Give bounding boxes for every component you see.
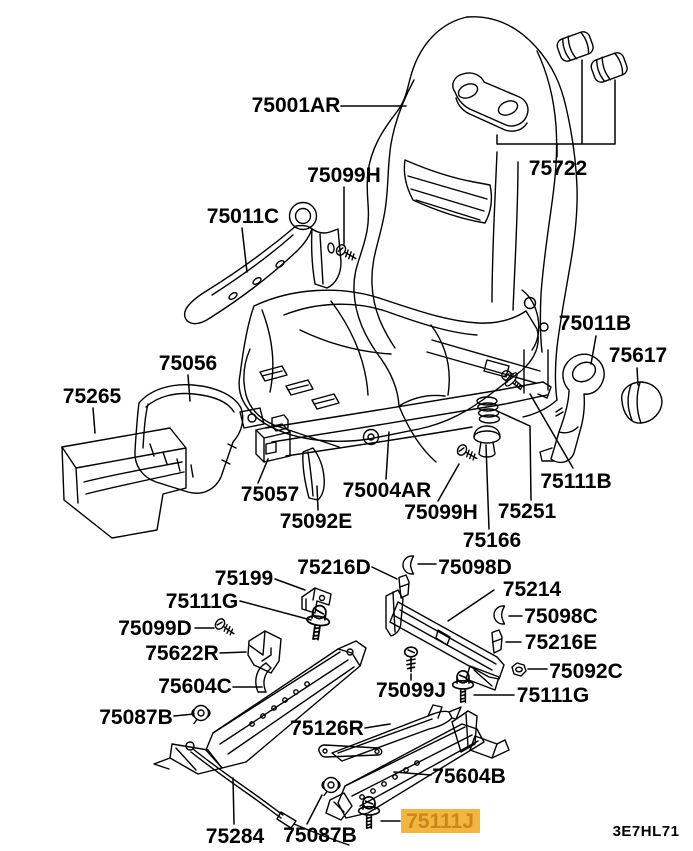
part-label-75011b[interactable]: 75011B (559, 312, 631, 335)
leader-75166 (485, 444, 490, 530)
leader-75092e (316, 485, 319, 511)
part-label-75098c[interactable]: 75098C (524, 605, 598, 628)
part-bracket-75199 (301, 587, 332, 614)
part-label-75001ar[interactable]: 75001AR (252, 94, 341, 117)
part-label-75111g-left[interactable]: 75111G (166, 590, 238, 613)
part-knob-75617 (621, 381, 663, 424)
figure-code: 3E7HL71 (613, 823, 680, 840)
part-label-75098d[interactable]: 75098D (438, 556, 512, 579)
part-label-75214[interactable]: 75214 (503, 578, 562, 601)
leader-75087b-left (173, 713, 195, 717)
leader-75111b (529, 393, 574, 469)
part-label-75111b[interactable]: 75111B (540, 470, 611, 493)
part-labels: 75001AR 75722 75099H 75011C 75011B 75617… (63, 94, 667, 848)
part-label-75092e[interactable]: 75092E (280, 510, 352, 533)
part-label-75099h-top[interactable]: 75099H (307, 164, 381, 187)
part-label-75092c[interactable]: 75092C (549, 660, 623, 683)
leader-75199 (274, 578, 306, 591)
leader-75722 (496, 59, 616, 158)
part-valance-75056 (134, 383, 244, 494)
part-rail-75214 (385, 589, 505, 691)
part-label-75056[interactable]: 75056 (159, 352, 217, 375)
leader-75265 (92, 407, 96, 434)
leader-75004ar (385, 431, 390, 480)
part-label-75099h-mid[interactable]: 75099H (404, 501, 478, 524)
leader-75622r (219, 651, 247, 654)
part-track-75604c (153, 640, 367, 775)
leader-75617 (636, 367, 639, 386)
part-knobs-75722 (556, 31, 628, 83)
shoulder-hatch-panel (403, 159, 493, 224)
leader-75056 (187, 374, 191, 402)
leader-75604b (393, 771, 432, 776)
part-label-75604c[interactable]: 75604C (158, 675, 232, 698)
part-label-75604b[interactable]: 75604B (432, 765, 506, 788)
artwork (61, 16, 663, 846)
part-lever-75092e (302, 447, 325, 501)
part-label-75011c[interactable]: 75011C (207, 205, 279, 228)
part-label-75265[interactable]: 75265 (63, 385, 122, 408)
part-label-75216e[interactable]: 75216E (525, 631, 597, 654)
leader-75099h-mid (437, 463, 460, 502)
part-bracket-75011b (539, 353, 605, 464)
part-label-75617[interactable]: 75617 (609, 344, 667, 367)
part-trim-75011c (183, 201, 342, 325)
leader-lines (92, 59, 639, 825)
part-label-75166[interactable]: 75166 (463, 529, 521, 552)
leader-75087b-bottom (306, 794, 323, 825)
leader-75111g-left (239, 600, 312, 621)
leader-75214 (447, 589, 495, 622)
part-track-75604b (325, 710, 510, 821)
part-label-75111g-right[interactable]: 75111G (517, 684, 589, 707)
leader-75126r (364, 723, 391, 729)
leader-75216d (371, 566, 398, 580)
part-label-75099j[interactable]: 75099J (376, 679, 446, 702)
part-label-75057[interactable]: 75057 (241, 483, 299, 506)
part-label-75126r[interactable]: 75126R (290, 717, 364, 740)
part-label-75284[interactable]: 75284 (206, 825, 265, 848)
highlight-box-75111j (401, 809, 480, 833)
belt-guide-handle (452, 72, 529, 127)
part-label-75111j-highlighted[interactable]: 75111J (406, 810, 474, 833)
part-label-75216d[interactable]: 75216D (297, 556, 371, 579)
part-label-75622r[interactable]: 75622R (145, 642, 219, 665)
leader-75057 (257, 458, 269, 484)
part-cable-75284 (185, 741, 350, 846)
part-label-75199[interactable]: 75199 (215, 567, 273, 590)
leader-75251 (496, 410, 532, 501)
leader-75011b (590, 335, 597, 365)
part-tray-75265 (61, 427, 187, 539)
part-label-75087b-bottom[interactable]: 75087B (283, 824, 357, 847)
part-switch-75057 (255, 414, 291, 463)
part-label-75099d[interactable]: 75099D (118, 617, 192, 640)
part-label-75251[interactable]: 75251 (498, 500, 557, 523)
part-bracket-75622r (247, 630, 282, 674)
part-label-75004ar[interactable]: 75004AR (343, 479, 432, 502)
part-label-75087b-left[interactable]: 75087B (99, 706, 173, 729)
part-label-75722[interactable]: 75722 (529, 157, 587, 180)
part-seat-back-75001ar (353, 16, 578, 463)
leader-75284 (232, 777, 235, 825)
part-lever-75126r (318, 704, 462, 762)
leader-75011c (241, 227, 248, 273)
